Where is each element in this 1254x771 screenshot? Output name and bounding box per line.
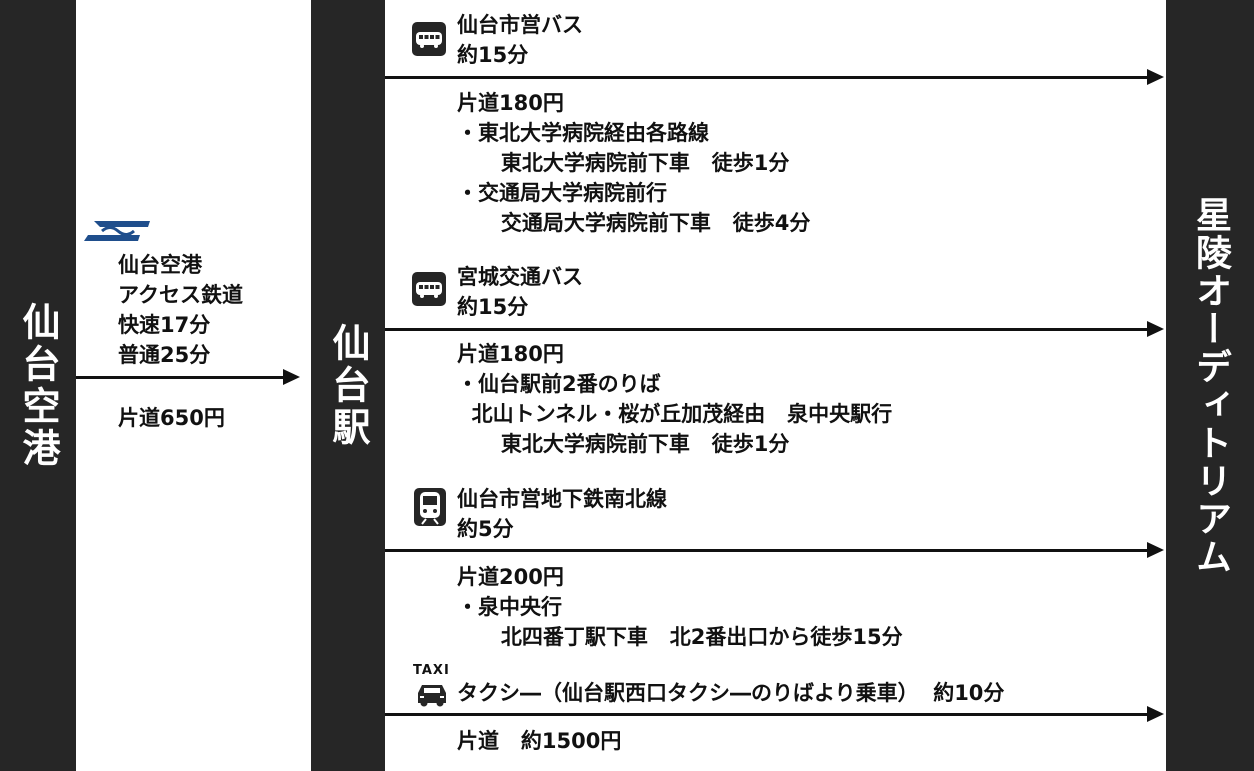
origin-label: 仙台空港 (16, 301, 60, 470)
hub-station-bar: 仙台駅 (311, 0, 385, 771)
taxi-sign: TAXI (413, 663, 450, 678)
subway-detail: 片道200円 ・泉中央行 北四番丁駅下車 北2番出口から徒歩15分 (457, 565, 903, 649)
city-bus-heading: 仙台市営バス 約15分 (457, 13, 583, 67)
arrow-city-bus (385, 69, 1164, 85)
destination-bar: 星陵オーディトリアム (1166, 0, 1254, 771)
taxi-icon (418, 685, 446, 707)
origin-airport-bar: 仙台空港 (0, 0, 76, 771)
taxi-heading: タクシ―（仙台駅西口タクシ―のりばより乗車） 約10分 (457, 681, 1005, 705)
arrow-airport-to-station (76, 369, 300, 385)
train-icon (414, 488, 446, 526)
arrow-miyagi-bus (385, 321, 1164, 337)
taxi-detail: 片道 約1500円 (457, 729, 622, 753)
subway-heading: 仙台市営地下鉄南北線 約5分 (457, 487, 667, 541)
miyagi-bus-detail: 片道180円 ・仙台駅前2番のりば 北山トンネル・桜が丘加茂経由 泉中央駅行 東… (457, 342, 893, 456)
bus-icon (412, 22, 446, 56)
arrow-subway (385, 542, 1164, 558)
bus-icon (412, 272, 446, 306)
arrow-taxi (385, 706, 1164, 722)
hub-label: 仙台駅 (326, 322, 370, 449)
miyagi-bus-heading: 宮城交通バス 約15分 (457, 265, 583, 319)
city-bus-detail: 片道180円 ・東北大学病院経由各路線 東北大学病院前下車 徒歩1分 ・交通局大… (457, 91, 811, 235)
airport-rail-fare: 片道650円 (118, 406, 225, 430)
destination-label: 星陵オーディトリアム (1190, 195, 1231, 576)
airport-rail-lines: 仙台空港 アクセス鉄道 快速17分 普通25分 (118, 253, 243, 367)
sat-logo-icon (84, 221, 150, 241)
